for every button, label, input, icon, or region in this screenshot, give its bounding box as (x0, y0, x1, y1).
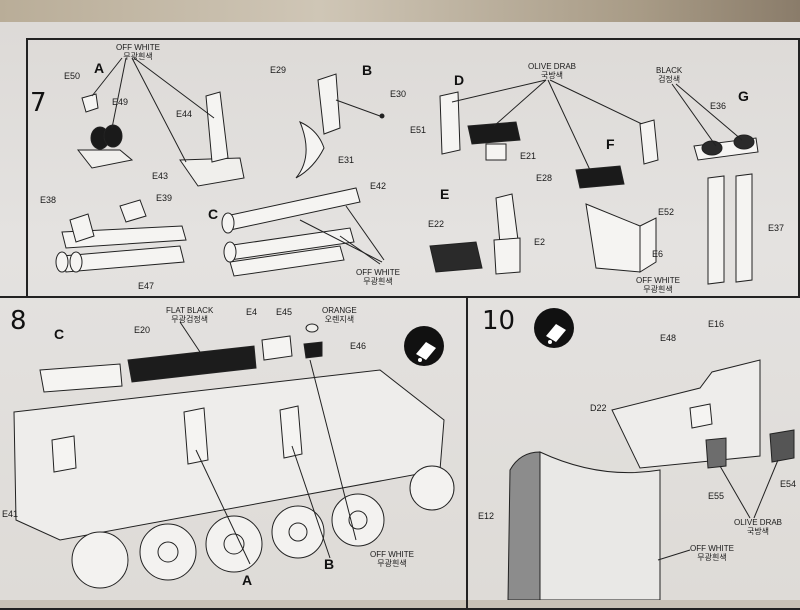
part-label: E2 (534, 237, 546, 247)
sub-label-c: C (54, 326, 65, 342)
part-label: E54 (780, 479, 797, 489)
part-label: E16 (708, 319, 725, 329)
part-label: E44 (176, 109, 193, 119)
part-label: E51 (410, 125, 427, 135)
part-label: E42 (370, 181, 387, 191)
part-label: E38 (40, 195, 57, 205)
sub-label-c: C (208, 206, 219, 222)
sub-label-d: D (454, 72, 465, 88)
sub-label-g: G (738, 88, 749, 104)
step-number-10: 10 (482, 306, 516, 336)
step-number-8: 8 (10, 306, 27, 336)
part-label: E45 (276, 307, 293, 317)
step-number-7: 7 (30, 88, 47, 118)
part-label: E22 (428, 219, 445, 229)
part-label: E52 (658, 207, 675, 217)
part-label: E39 (156, 193, 173, 203)
part-label: D22 (590, 403, 607, 413)
part-label: E20 (134, 325, 151, 335)
sub-label-a: A (242, 572, 253, 588)
part-label: E29 (270, 65, 287, 75)
part-label: E21 (520, 151, 537, 161)
part-label: E4 (246, 307, 258, 317)
part-label: E12 (478, 511, 495, 521)
sub-label-e: E (440, 186, 450, 202)
part-label: E49 (112, 97, 129, 107)
part-label: E28 (536, 173, 553, 183)
sub-label-b: B (324, 556, 335, 572)
part-label: E47 (138, 281, 155, 291)
part-label: E6 (652, 249, 664, 259)
part-label: E37 (768, 223, 785, 233)
part-label: E30 (390, 89, 407, 99)
part-label: E50 (64, 71, 81, 81)
sub-label-f: F (606, 136, 615, 152)
sub-label-a: A (94, 60, 105, 76)
part-label: E46 (350, 341, 367, 351)
part-label: E55 (708, 491, 725, 501)
part-label: E48 (660, 333, 677, 343)
part-label: E43 (152, 171, 169, 181)
part-label: E41 (2, 509, 19, 519)
background-strip (0, 0, 800, 22)
part-label: E36 (710, 101, 727, 111)
sub-label-b: B (362, 62, 373, 78)
part-label: E31 (338, 155, 355, 165)
